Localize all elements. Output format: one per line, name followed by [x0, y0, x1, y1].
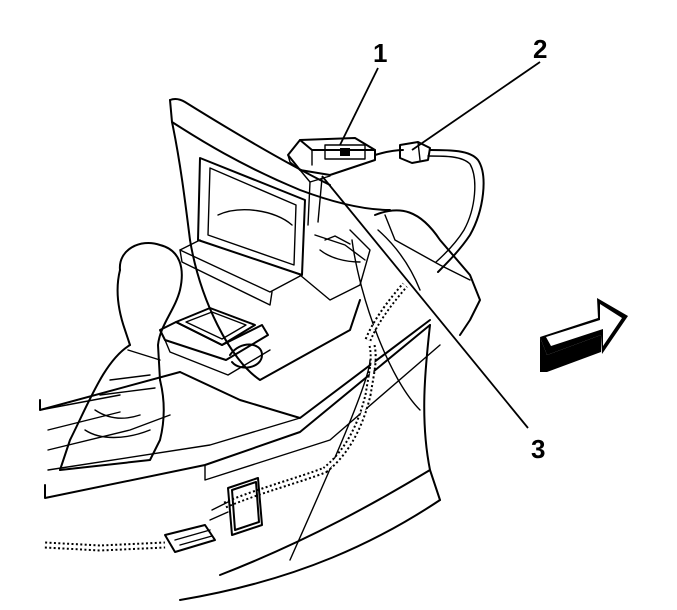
callout-2: 2 [533, 34, 547, 64]
forward-arrow-icon [540, 298, 628, 372]
callout-leaders [321, 61, 541, 429]
center-console [39, 97, 481, 601]
leader-line-1 [339, 67, 379, 146]
leader-line-2 [411, 61, 541, 151]
callout-1: 1 [373, 38, 387, 68]
module-assembly [287, 137, 376, 226]
connector-cable [374, 141, 485, 273]
wiring-harness [44, 282, 408, 553]
callout-3: 3 [531, 434, 545, 464]
leader-line-3 [321, 175, 529, 429]
